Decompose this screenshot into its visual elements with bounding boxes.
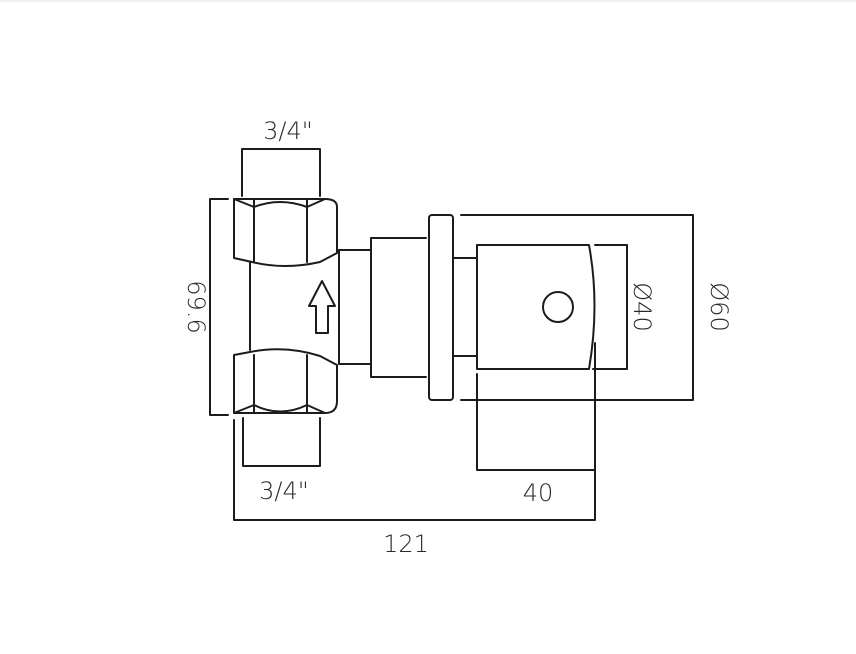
handle-depth-label: 40 xyxy=(523,479,554,507)
top-thread-dimension xyxy=(241,148,321,197)
overall-length-dimension xyxy=(233,419,596,521)
top-thread-label: 3/4" xyxy=(263,117,313,145)
top-border xyxy=(0,0,856,3)
valve-body xyxy=(249,249,340,365)
bottom-thread-dimension xyxy=(242,417,321,467)
bottom-thread-label: 3/4" xyxy=(259,477,309,505)
stem xyxy=(338,214,478,401)
inner-diameter-label: Ø40 xyxy=(628,282,656,331)
handle-depth-dimension xyxy=(476,342,596,471)
height-dimension xyxy=(209,198,229,416)
bottom-hex-nut xyxy=(233,348,338,414)
handle-hole xyxy=(542,291,574,323)
inner-diameter-dimension xyxy=(592,244,628,370)
arrow-up-icon xyxy=(308,280,336,334)
overall-length-label: 121 xyxy=(383,530,429,558)
outer-diameter-label: Ø60 xyxy=(705,282,733,331)
top-hex-nut xyxy=(233,198,338,267)
height-label: 69.6 xyxy=(182,280,210,333)
outer-diameter-dimension xyxy=(460,214,694,401)
handle xyxy=(476,244,596,370)
